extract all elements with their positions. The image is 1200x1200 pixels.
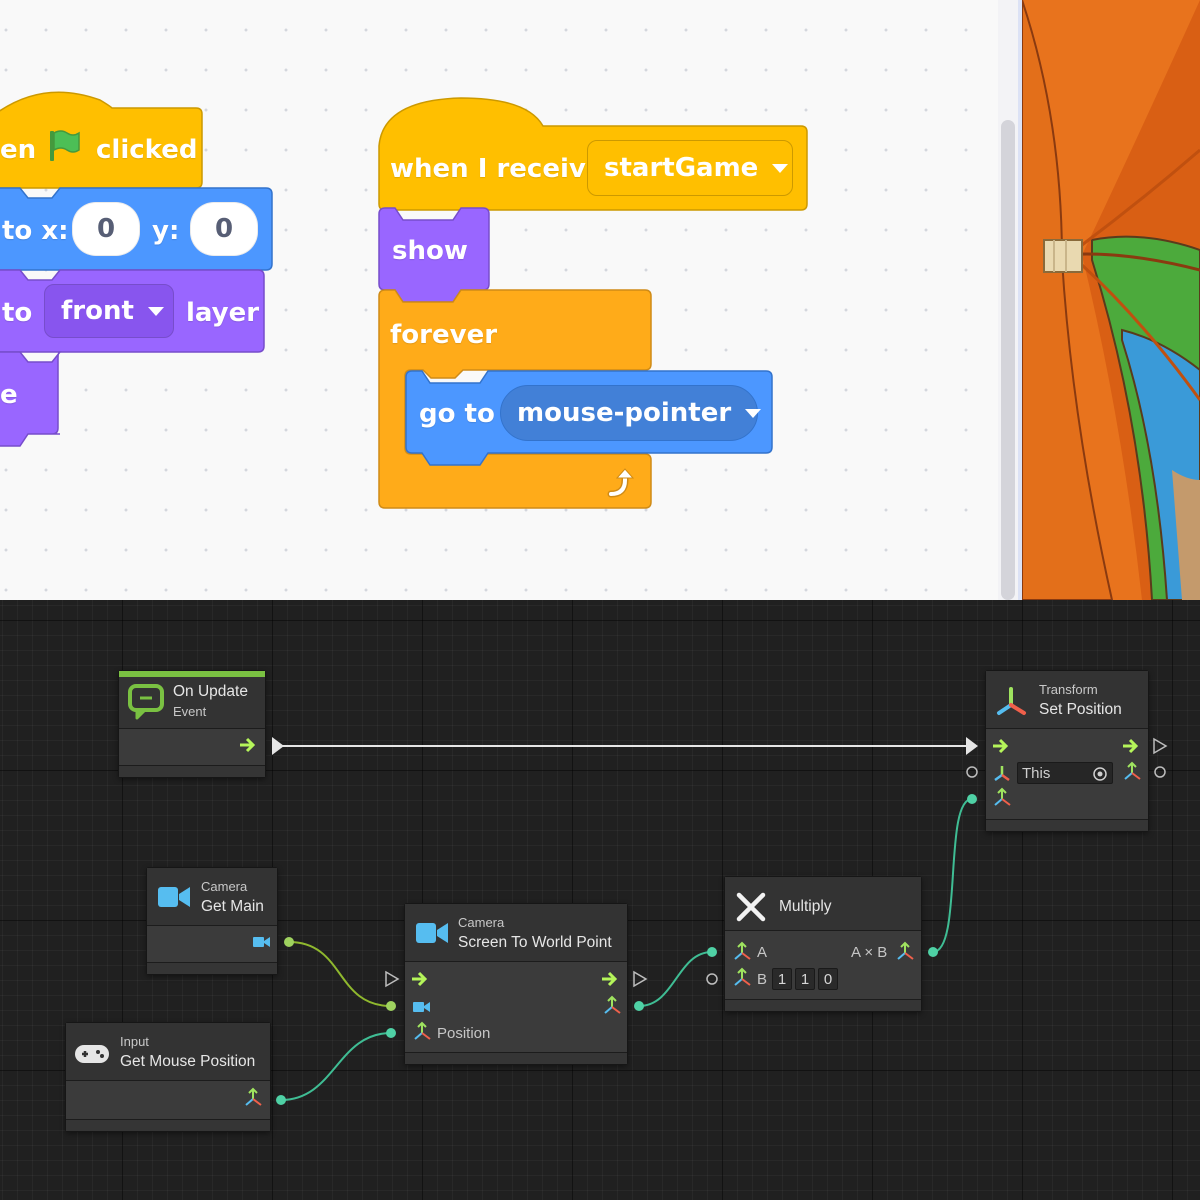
message-dropdown[interactable]: startGame [587,140,793,196]
flow-input-arrow-icon[interactable] [992,738,1012,759]
go-to-xy-block[interactable]: to x: 0 y: 0 [0,187,274,272]
hat-label-end: clicked [96,135,198,165]
loop-arrow-icon [603,466,637,505]
output-a-times-b-label: A × B [851,944,888,961]
vector-input-b-icon[interactable] [732,967,752,992]
multiply-title: Multiply [779,898,832,915]
show-label: show [392,236,468,266]
connection-wires [272,737,1168,1105]
port-a-label: A [757,944,768,961]
vector-output-port-icon[interactable] [602,995,622,1020]
layer-label-end: layer [186,298,260,328]
stage-preview[interactable] [1022,0,1200,600]
show-block[interactable]: show [377,207,491,304]
mouse-title: Get Mouse Position [120,1053,256,1070]
transform-set-position-node[interactable]: Transform Set Position This [985,670,1149,832]
dropdown-caret-icon [745,408,762,418]
camera-get-main-node[interactable]: Camera Get Main [146,867,278,975]
input-get-mouse-position-node[interactable]: Input Get Mouse Position [65,1022,271,1132]
screen-to-world-title: Screen To World Point [458,934,612,951]
green-flag-icon [46,128,82,169]
gamepad-icon [74,1043,110,1070]
vector-input-port-icon[interactable] [412,1021,432,1046]
multiply-node[interactable]: Multiply A A × B B 1 1 0 [724,876,922,1012]
visual-scripting-graph[interactable]: On Update Event Camera Get Main Input [0,600,1200,1200]
go-to-target-block[interactable]: go to mouse-pointer [404,370,776,469]
workspace-scrollbar-thumb[interactable] [1001,120,1015,600]
block-code-workspace[interactable]: en clicked to x: 0 y: 0 to front layer [0,0,1200,600]
dropdown-caret-icon [147,306,164,316]
transform-axis-icon [994,685,1028,724]
get-main-category: Camera [201,879,248,894]
update-loop-icon [127,683,165,726]
camera-screen-to-world-point-node[interactable]: Camera Screen To World Point Position [404,903,628,1065]
camera-icon [157,884,191,915]
forever-block[interactable]: forever [377,289,655,512]
go-to-front-layer-block[interactable]: to front layer [0,269,266,354]
flow-output-arrow-icon[interactable] [601,971,621,992]
hat-label-start: en [0,135,37,165]
when-i-receive-label: when I receive [390,154,604,184]
set-position-title: Set Position [1039,701,1122,718]
vector-input-a-icon[interactable] [732,941,752,966]
set-position-category: Transform [1039,682,1098,697]
dropdown-caret-icon [772,163,789,173]
y-value-input[interactable]: 0 [190,202,258,256]
mouse-category: Input [120,1034,149,1049]
transform-port-icon[interactable] [992,763,1012,788]
looks-block-shape-partial [0,351,62,447]
transform-output-icon[interactable] [1122,761,1142,786]
on-update-node[interactable]: On Update Event [118,670,266,778]
target-object-field[interactable]: This [1017,762,1113,784]
go-to-target-dropdown[interactable]: mouse-pointer [500,385,762,441]
hat-block-shape [0,91,203,189]
vector-axis-icon[interactable] [243,1087,263,1112]
go-to-label: go to [419,399,495,429]
when-flag-clicked-block[interactable]: en clicked [0,78,204,190]
goto-x-label: to x: [2,216,69,246]
flow-input-arrow-icon[interactable] [411,971,431,992]
on-update-subtitle: Event [173,704,207,719]
layer-dropdown[interactable]: front [44,284,174,338]
get-main-title: Get Main [201,898,264,915]
go-to-target-value: mouse-pointer [517,398,732,428]
vector-input-port-icon[interactable] [992,787,1012,812]
b-x-field[interactable]: 1 [772,968,792,990]
object-picker-icon[interactable] [1092,766,1108,786]
layer-label-start: to [2,298,33,328]
position-port-label: Position [437,1025,491,1042]
port-b-label: B [757,971,768,988]
on-update-title: On Update [173,683,248,700]
vector-output-icon[interactable] [895,941,915,966]
x-value-input[interactable]: 0 [72,202,140,256]
message-dropdown-value: startGame [604,153,759,183]
when-i-receive-block[interactable]: when I receive startGame [377,96,809,212]
control-c-block-shape [378,289,652,509]
goto-y-label: y: [152,216,180,246]
multiply-x-icon [735,891,767,928]
stage-divider [1018,0,1022,600]
event-accent-bar [119,671,265,677]
camera-output-port-icon[interactable] [253,935,271,953]
forever-label: forever [390,320,498,350]
flow-output-arrow-icon[interactable] [239,737,259,758]
layer-dropdown-value: front [61,296,134,326]
b-y-field[interactable]: 1 [795,968,815,990]
stage-backdrop-image [1022,0,1200,600]
target-object-value: This [1022,764,1051,782]
screen-to-world-category: Camera [458,915,505,930]
partial-looks-block[interactable]: e [0,351,62,448]
b-z-field[interactable]: 0 [818,968,838,990]
flow-output-arrow-icon[interactable] [1122,738,1142,759]
camera-input-port-icon[interactable] [413,1000,431,1018]
partial-block-label: e [0,380,18,410]
camera-icon [415,920,449,951]
